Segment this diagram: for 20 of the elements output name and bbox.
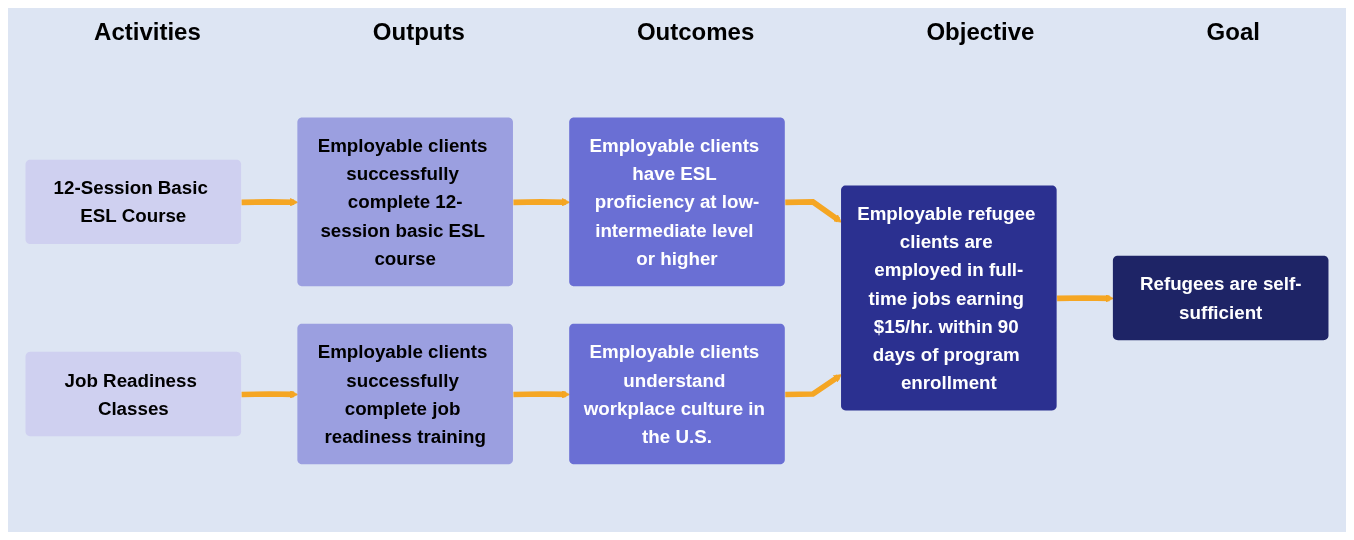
arrow xyxy=(513,197,571,206)
node-box: Refugees are self-sufficient xyxy=(1112,255,1329,340)
node-box: Job Readiness Classes xyxy=(25,351,242,436)
node-box: Employable refugee clients are employed in full-time jobs earning $15/hr. within 90 days of program enrollment xyxy=(841,185,1057,410)
node-box: Employable clients successfully complete 12-session basic ESL course xyxy=(297,117,513,286)
column-heading: Outputs xyxy=(372,18,465,46)
node-box: Employable clients successfully complete job readiness training xyxy=(297,323,513,464)
column-heading: Outcomes xyxy=(636,18,755,46)
arrow xyxy=(785,373,842,397)
arrow xyxy=(241,197,299,206)
arrow xyxy=(513,389,571,399)
column-heading: Objective xyxy=(926,18,1035,46)
column-heading: Activities xyxy=(94,18,201,46)
arrow xyxy=(785,198,842,223)
node-box: Employable clients understand workplace culture in the U.S. xyxy=(569,323,785,464)
node-box: Employable clients have ESL proficiency at low-intermediate level or higher xyxy=(569,117,785,286)
column-heading: Goal xyxy=(1206,18,1260,46)
node-box: 12-Session Basic ESL Course xyxy=(25,159,242,244)
arrow xyxy=(241,389,299,399)
arrow xyxy=(1057,293,1114,302)
